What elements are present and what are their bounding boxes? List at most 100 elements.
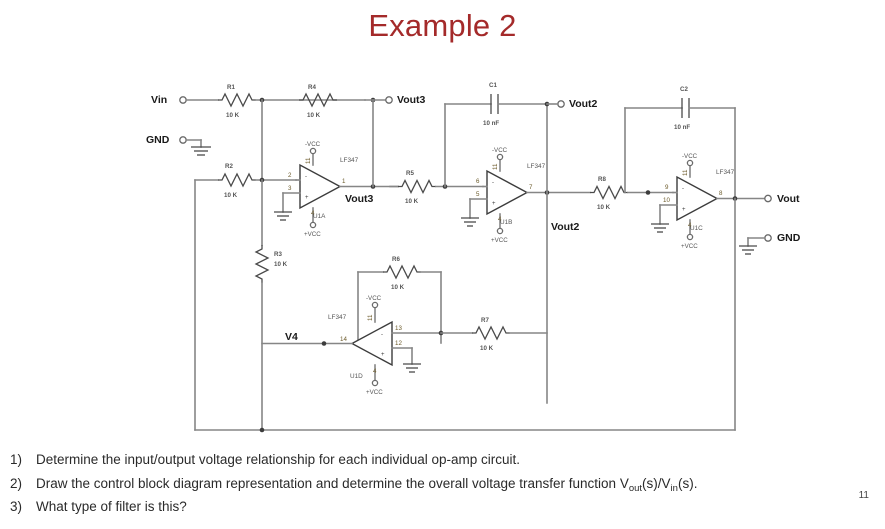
u1d-pin-inv-label: 13: [395, 325, 402, 332]
c1-ref: C1: [489, 82, 497, 89]
u1c-designator: U1C: [690, 225, 703, 232]
u1c-vpos-terminal: [686, 233, 694, 241]
u1a-body: [299, 163, 342, 210]
question-2: 2) Draw the control block diagram repres…: [10, 475, 856, 494]
vout2-terminal-label: Vout2: [569, 98, 598, 110]
vout2-net-label: Vout2: [551, 221, 580, 233]
questions-list: 1) Determine the input/output voltage re…: [10, 452, 856, 523]
r3-value: 10 K: [274, 261, 288, 268]
question-1-number: 1): [10, 452, 23, 467]
r5-symbol: [398, 179, 436, 194]
r5-ref: R5: [406, 170, 414, 177]
vout-terminal-circle[interactable]: [764, 194, 772, 203]
u1d-noninverting-sign: +: [381, 352, 385, 358]
page-number: 11: [858, 490, 869, 501]
u1c-pin-vneg-number: 11: [682, 169, 689, 176]
u1b-body: [486, 169, 529, 216]
u1b-vneg-terminal: [496, 153, 504, 161]
u1a-designator: U1A: [313, 213, 326, 220]
r7-symbol: [472, 325, 510, 341]
question-3: 3) What type of filter is this?: [10, 499, 856, 515]
c1-value: 10 nF: [483, 120, 499, 127]
global-feedback-loop: [194, 179, 736, 433]
question-3-text: What type of filter is this?: [36, 499, 187, 515]
stage-u1a: R2 10 K R3 10 K - + 2 3: [194, 99, 399, 431]
question-2-text-mid: (s)/V: [642, 475, 671, 491]
u1d-vpos-label: +VCC: [366, 389, 383, 396]
question-3-number: 3): [10, 499, 23, 515]
u1d-inverting-sign: -: [381, 332, 383, 338]
r7-value: 10 K: [480, 345, 494, 352]
question-1-text: Determine the input/output voltage relat…: [36, 452, 521, 467]
u1d-vpos-terminal: [371, 379, 379, 387]
r2-value: 10 K: [224, 192, 238, 199]
u1d-pin-vneg-number: 11: [367, 314, 374, 321]
node-feedback-r3-bottom: [259, 427, 265, 433]
gnd-right-label: GND: [777, 232, 801, 244]
question-1: 1) Determine the input/output voltage re…: [10, 452, 856, 468]
u1b-pin-vneg-number: 11: [492, 163, 499, 170]
u1a-pin-vneg-number: 11: [305, 157, 312, 164]
u1b-gnd-symbol: [461, 217, 479, 227]
u1d-pin-noninv-label: 12: [395, 340, 402, 347]
gnd-right-group: GND: [739, 232, 801, 255]
r4-ref: R4: [308, 84, 316, 91]
u1a-inverting-sign: -: [305, 174, 307, 180]
r2-ref: R2: [225, 163, 233, 170]
question-2-text-before: Draw the control block diagram represent…: [36, 475, 629, 491]
u1c-vneg-terminal: [686, 159, 694, 167]
r8-ref: R8: [598, 176, 606, 183]
u1a-vneg-label: -VCC: [305, 141, 321, 148]
question-2-text: Draw the control block diagram represent…: [36, 475, 856, 494]
r8-symbol: [590, 185, 628, 200]
gnd-left-group: GND: [146, 134, 211, 156]
c2-value: 10 nF: [674, 124, 690, 131]
u1b-part-label: LF347: [527, 163, 546, 170]
node-u1c-inv: [645, 190, 651, 195]
u1a-pin-out-label: 1: [342, 178, 346, 185]
u1d-designator: U1D: [350, 373, 363, 380]
u1d-vneg-label: -VCC: [366, 295, 382, 302]
u1c-pin-out-label: 8: [719, 190, 723, 197]
u1d-pin-out-label: 14: [340, 336, 347, 343]
r3-ref: R3: [274, 251, 282, 258]
r1-ref: R1: [227, 84, 235, 91]
u1c-gnd-symbol: [651, 223, 669, 233]
u1c-part-label: LF347: [716, 169, 735, 176]
r8-value: 10 K: [597, 204, 611, 211]
v4-net-label: V4: [285, 331, 298, 343]
u1b-vpos-terminal: [496, 227, 504, 235]
u1a-vneg-terminal: [309, 147, 317, 155]
r1-symbol: [218, 92, 256, 108]
u1a-pin-vpos-number: 4: [311, 210, 315, 217]
u1a-gnd-symbol: [274, 211, 292, 221]
u1c-pin-noninv-label: 10: [663, 197, 670, 204]
u1d-vneg-terminal: [371, 301, 379, 309]
question-2-sub-in: in: [670, 482, 678, 494]
page-title: Example 2: [368, 8, 517, 43]
u1d-part-label: LF347: [328, 314, 347, 321]
u1b-pin-inv-label: 6: [476, 178, 480, 185]
r4-value: 10 K: [307, 112, 321, 119]
r6-ref: R6: [392, 256, 400, 263]
u1b-pin-out-label: 7: [529, 184, 533, 191]
question-2-number: 2): [10, 475, 23, 491]
r2-symbol: [218, 172, 256, 188]
gnd-right-symbol: [739, 245, 757, 255]
input-branch: Vin R1 10 K R4 10 K Vout3: [151, 84, 426, 119]
u1b-inverting-sign: -: [492, 180, 494, 186]
gnd-left-symbol: [191, 146, 211, 156]
r5-value: 10 K: [405, 198, 419, 205]
stage-u1c: R8 10 K C2 10 nF - + 9 10: [590, 86, 800, 431]
vout3-terminal-circle[interactable]: [385, 96, 393, 104]
vout-terminal-label: Vout: [777, 193, 800, 205]
vin-terminal-label: Vin: [151, 94, 167, 106]
r7-ref: R7: [481, 317, 489, 324]
u1c-vpos-label: +VCC: [681, 243, 698, 250]
u1a-part-label: LF347: [340, 157, 359, 164]
r6-symbol: [383, 264, 421, 280]
u1c-body: [676, 175, 719, 222]
c2-ref: C2: [680, 86, 688, 93]
u1c-noninverting-sign: +: [682, 207, 686, 213]
u1c-pin-inv-label: 9: [665, 184, 669, 191]
